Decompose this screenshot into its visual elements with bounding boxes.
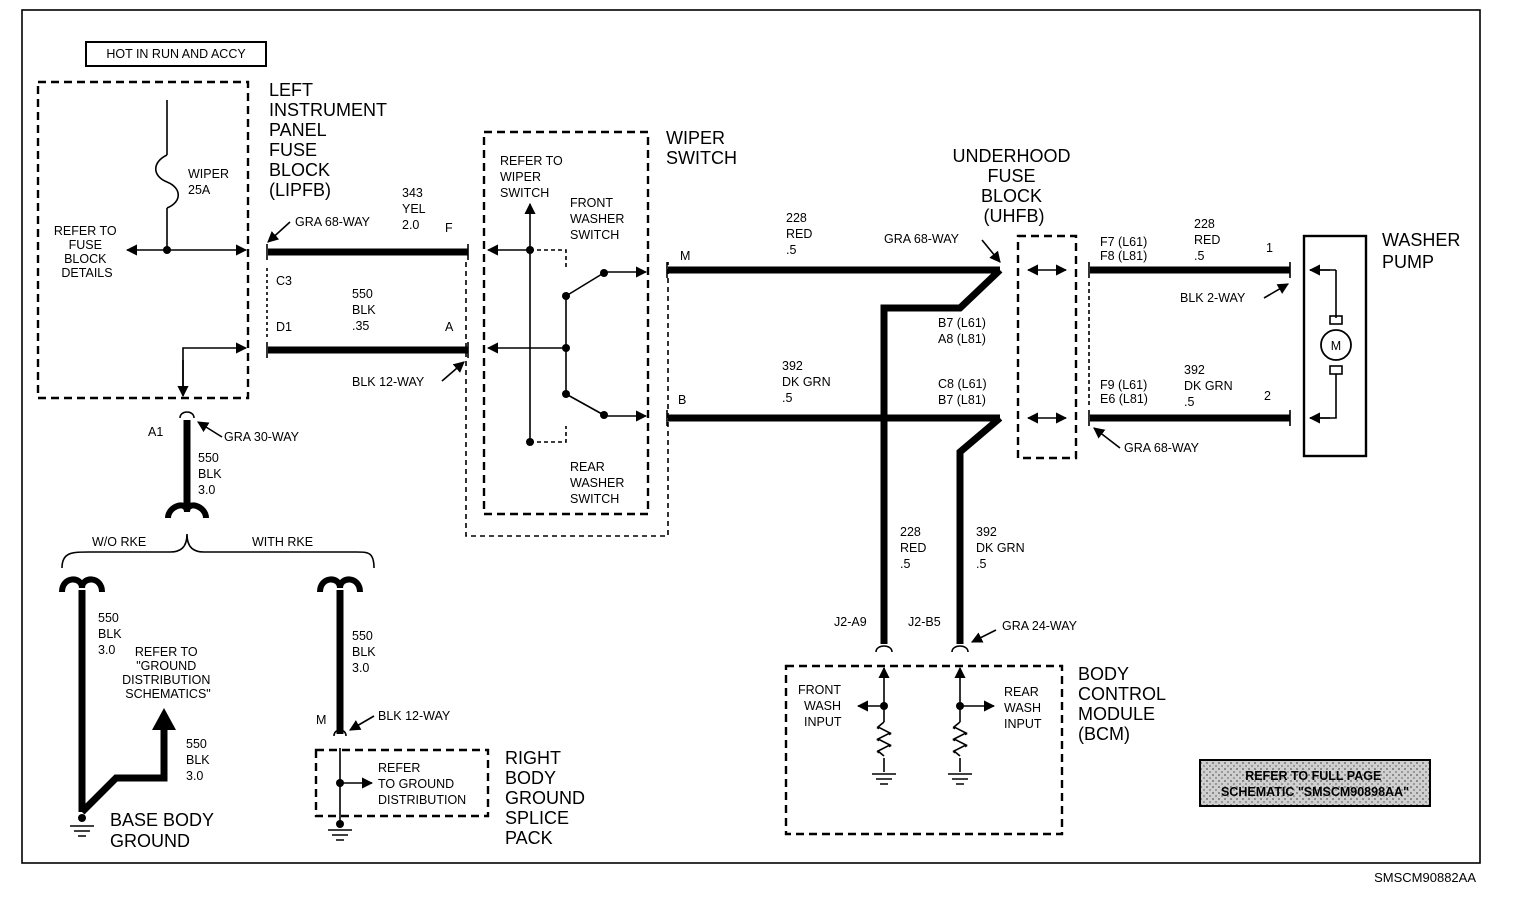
- a1-label: A1: [148, 425, 163, 439]
- pin-a-label: A: [445, 320, 454, 334]
- bcm-front-input-label: FRONT WASH INPUT: [798, 683, 845, 729]
- bcm-rear-input-label: REAR WASH INPUT: [1004, 685, 1045, 731]
- wire-392-down: [956, 415, 1003, 644]
- wo-rke-label: W/O RKE: [92, 535, 146, 549]
- gra30-label: GRA 30-WAY: [224, 430, 300, 444]
- ip-wires: GRA 68-WAY C3 D1 343 YEL 2.0 F 550 BLK .…: [266, 186, 669, 537]
- ground-splice-refer: REFER TO GROUND DISTRIBUTION: [378, 761, 466, 807]
- fuse-icon: [154, 154, 180, 209]
- fuse-block-refer: REFER TO FUSE BLOCK DETAILS: [54, 224, 120, 280]
- blk2-label: BLK 2-WAY: [1180, 291, 1246, 305]
- wire-550-left-label: 550 BLK 3.0: [98, 611, 125, 657]
- connector-curve: [165, 502, 209, 519]
- wire-228-down: [880, 267, 1003, 644]
- pin-m-label: M: [680, 249, 690, 263]
- hot-label-box: HOT IN RUN AND ACCY: [85, 41, 267, 67]
- gra24-label: GRA 24-WAY: [1002, 619, 1078, 633]
- ground-symbol-icon: [872, 773, 896, 785]
- rear-switch-blade: [565, 393, 603, 415]
- f9e6-label: F9 (L61) E6 (L81): [1100, 378, 1151, 406]
- ground-symbol-icon: [948, 773, 972, 785]
- hot-label: HOT IN RUN AND ACCY: [106, 47, 246, 61]
- gra68-mid-label: GRA 68-WAY: [884, 232, 960, 246]
- bcm-block: BODY CONTROL MODULE (BCM) FRONT WASH INP…: [784, 664, 1170, 836]
- uhfb-title: UNDERHOOD FUSE BLOCK (UHFB): [952, 146, 1075, 226]
- bcm-title: BODY CONTROL MODULE (BCM): [1078, 664, 1170, 744]
- base-ground-branch: 550 BLK 3.0 REFER TO "GROUND DISTRIBUTIO…: [59, 576, 219, 851]
- gra68-top-label: GRA 68-WAY: [295, 215, 371, 229]
- figure-id: SMSCM90882AA: [1374, 870, 1476, 885]
- wire-392-down-label: 392 DK GRN .5: [976, 525, 1028, 571]
- wire-392-label: 392 DK GRN .5: [782, 359, 834, 405]
- wire-550-main-label: 550 BLK 3.0: [198, 451, 225, 497]
- pin-1-label: 1: [1266, 241, 1273, 255]
- pin-f-label: F: [445, 221, 453, 235]
- gra68-bottom-label: GRA 68-WAY: [1124, 441, 1200, 455]
- wire-392-pump-label: 392 DK GRN .5: [1184, 363, 1236, 409]
- d1-label: D1: [276, 320, 292, 334]
- wire-228-down-label: 228 RED .5: [900, 525, 930, 571]
- refer-full-page-label: REFER TO FULL PAGE SCHEMATIC "SMSCM90898…: [1221, 769, 1409, 799]
- wire-228-label: 228 RED .5: [786, 211, 816, 257]
- c3-label: C3: [276, 274, 292, 288]
- fuse-label: WIPER 25A: [188, 167, 232, 197]
- wire-550-ip-label: 550 BLK .35: [352, 287, 379, 333]
- ground-symbol-icon: [328, 820, 352, 841]
- motor-label: M: [1331, 339, 1341, 353]
- wiper-switch: WIPER SWITCH REFER TO WIPER SWITCH FRONT…: [482, 128, 737, 516]
- ground-dist-refer: REFER TO "GROUND DISTRIBUTION SCHEMATICS…: [122, 645, 214, 701]
- wire-550-right-label: 550 BLK 3.0: [352, 629, 379, 675]
- main-wires: M B 228 RED .5 392 DK GRN .5 GRA 68-WAY …: [666, 211, 1078, 653]
- refer-full-page-box: REFER TO FULL PAGE SCHEMATIC "SMSCM90898…: [1199, 759, 1431, 807]
- blk12-body-label: BLK 12-WAY: [378, 709, 451, 723]
- splice-pack-box: [314, 748, 490, 818]
- washer-pump-title: WASHER PUMP: [1382, 230, 1465, 272]
- rbgsp-title: RIGHT BODY GROUND SPLICE PACK: [505, 748, 590, 848]
- c8b7-label: C8 (L61) B7 (L81): [938, 377, 990, 407]
- outer-frame: [21, 9, 1481, 864]
- wire-343-label: 343 YEL 2.0: [402, 186, 429, 232]
- f7f8-label: F7 (L61) F8 (L81): [1100, 235, 1151, 263]
- j2b5-label: J2-B5: [908, 615, 941, 629]
- blk12-ip-label: BLK 12-WAY: [352, 375, 425, 389]
- wiper-switch-refer: REFER TO WIPER SWITCH: [500, 154, 566, 200]
- b7a8-label: B7 (L61) A8 (L81): [938, 316, 989, 346]
- wire-550-arrow-label: 550 BLK 3.0: [186, 737, 213, 783]
- wire-228-pump-label: 228 RED .5: [1194, 217, 1224, 263]
- motor-icon: [1320, 329, 1352, 361]
- front-washer-label: FRONT WASHER SWITCH: [570, 196, 628, 242]
- j2a9-label: J2-A9: [834, 615, 867, 629]
- wiper-connector-outline: [465, 262, 669, 537]
- pin-b-label: B: [678, 393, 686, 407]
- ground-symbol-icon: [70, 814, 94, 837]
- washer-pump: WASHER PUMP M: [1302, 230, 1465, 458]
- lipfb-title: LEFT INSTRUMENT PANEL FUSE BLOCK (LIPFB): [269, 80, 392, 200]
- splice-branch: 550 BLK 3.0 M BLK 12-WAY REFER TO GROUND…: [314, 576, 590, 848]
- ground-wire-main: A1 GRA 30-WAY 550 BLK 3.0 W/O RKE WITH R…: [61, 411, 375, 569]
- front-switch-blade: [565, 273, 603, 297]
- wiper-switch-title: WIPER SWITCH: [666, 128, 737, 168]
- rke-brace: [61, 533, 375, 569]
- base-body-ground-label: BASE BODY GROUND: [110, 810, 219, 851]
- lipfb-block: LEFT INSTRUMENT PANEL FUSE BLOCK (LIPFB)…: [36, 80, 392, 400]
- uhfb-block: UNDERHOOD FUSE BLOCK (UHFB): [952, 146, 1078, 460]
- pin-2-label: 2: [1264, 389, 1271, 403]
- rear-washer-label: REAR WASHER SWITCH: [570, 460, 628, 506]
- with-rke-label: WITH RKE: [252, 535, 313, 549]
- pump-wires: F7 (L61) F8 (L81) 228 RED .5 1 F9 (L61) …: [1088, 217, 1291, 455]
- ground-arrow-icon: [152, 708, 176, 730]
- m-pin-label: M: [316, 713, 326, 727]
